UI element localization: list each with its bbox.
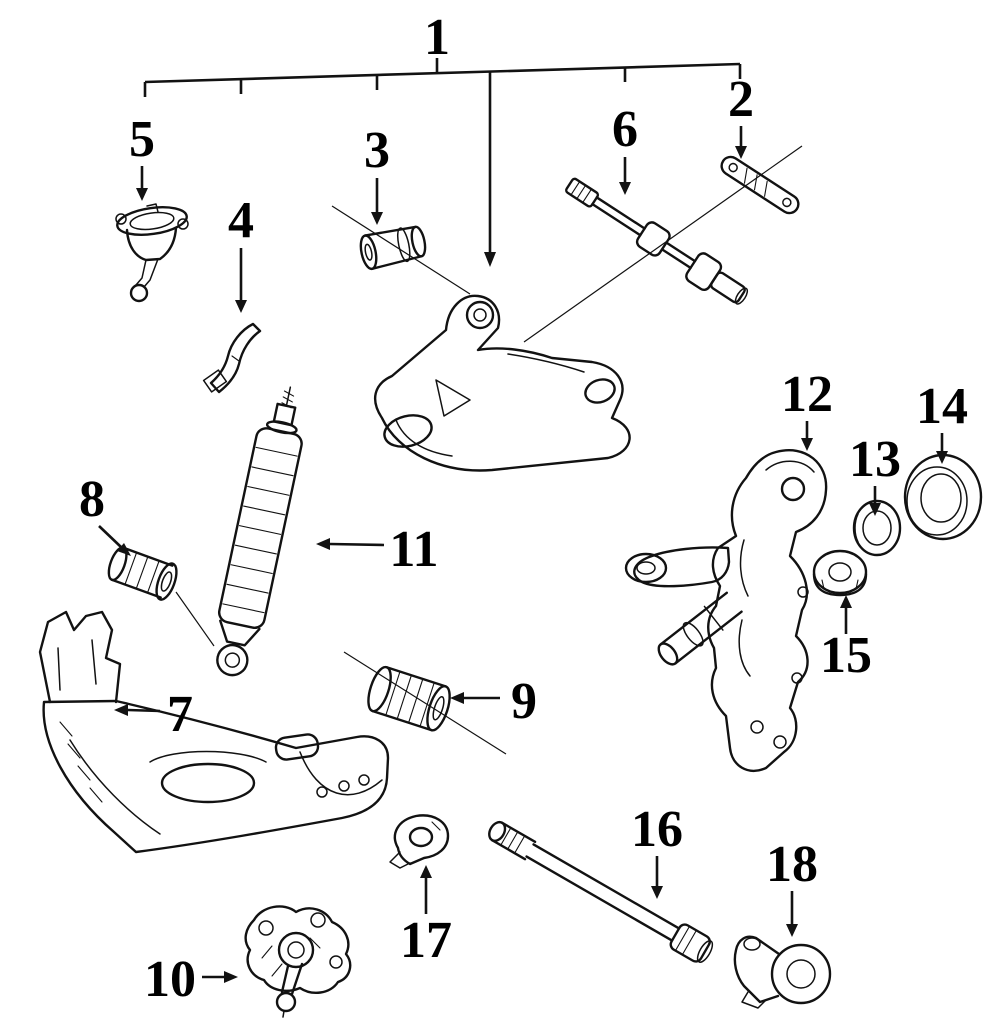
- arrow-3: [371, 178, 383, 225]
- strut-rod: [488, 820, 714, 963]
- shaft-assembly: [565, 177, 749, 305]
- strut-rod-bushing-bracket: [733, 935, 832, 1009]
- steering-knuckle: [624, 449, 828, 772]
- callout-4-label: 4: [228, 192, 254, 249]
- arrow-6: [619, 157, 631, 195]
- callout-5-label: 5: [129, 111, 155, 168]
- link-plate: [720, 155, 800, 215]
- lower-arm-front-bushing: [107, 546, 178, 601]
- arrow-5: [136, 166, 148, 201]
- callout-15-label: 15: [820, 627, 872, 684]
- lower-arm-rear-bushing: [367, 665, 451, 732]
- callout-17-label: 17: [400, 912, 452, 969]
- callout-arrows: [98, 126, 948, 983]
- arrow-12: [801, 421, 813, 451]
- arrow-14: [936, 433, 948, 464]
- callout-6-label: 6: [612, 101, 638, 158]
- grease-seal: [852, 499, 902, 557]
- callout-9-label: 9: [511, 673, 537, 730]
- callout-8-label: 8: [79, 471, 105, 528]
- axis-leader-lines: [175, 145, 803, 755]
- callout-16-label: 16: [631, 801, 683, 858]
- arrow-2: [735, 126, 747, 159]
- arrow-18: [786, 891, 798, 937]
- inner-bearing: [812, 549, 868, 597]
- arrow-10: [202, 971, 238, 983]
- callout-13-label: 13: [849, 431, 901, 488]
- callout-12-label: 12: [781, 366, 833, 423]
- arrow-4: [235, 248, 247, 313]
- arrow-16: [651, 856, 663, 899]
- shock-absorber: [216, 386, 303, 677]
- callout-1-bracket: [143, 58, 742, 267]
- callout-labels: 1 2 3 4 5 6 7 8 9 10 11 12 13 14 15 16 1…: [79, 9, 968, 1008]
- callout-7-label: 7: [167, 686, 193, 743]
- arrow-11: [316, 538, 385, 550]
- upper-control-arm: [373, 294, 631, 472]
- callout-1-label: 1: [424, 9, 450, 66]
- strut-rod-bracket: [389, 814, 450, 869]
- lower-ball-joint: [244, 905, 352, 1018]
- callout-3-label: 3: [364, 122, 390, 179]
- upper-ball-joint: [115, 203, 189, 303]
- outer-bearing-race: [903, 453, 983, 541]
- arrow-9: [450, 692, 500, 704]
- lower-control-arm: [38, 610, 390, 854]
- upper-arm-bushing: [359, 225, 427, 271]
- callout-14-label: 14: [916, 378, 968, 435]
- callout-18-label: 18: [766, 836, 818, 893]
- callout-11-label: 11: [389, 521, 438, 578]
- callout-2-label: 2: [728, 71, 754, 128]
- arrow-15: [840, 595, 852, 634]
- arrow-17: [420, 865, 432, 914]
- frame-bracket: [202, 322, 262, 394]
- callout-10-label: 10: [144, 951, 196, 1008]
